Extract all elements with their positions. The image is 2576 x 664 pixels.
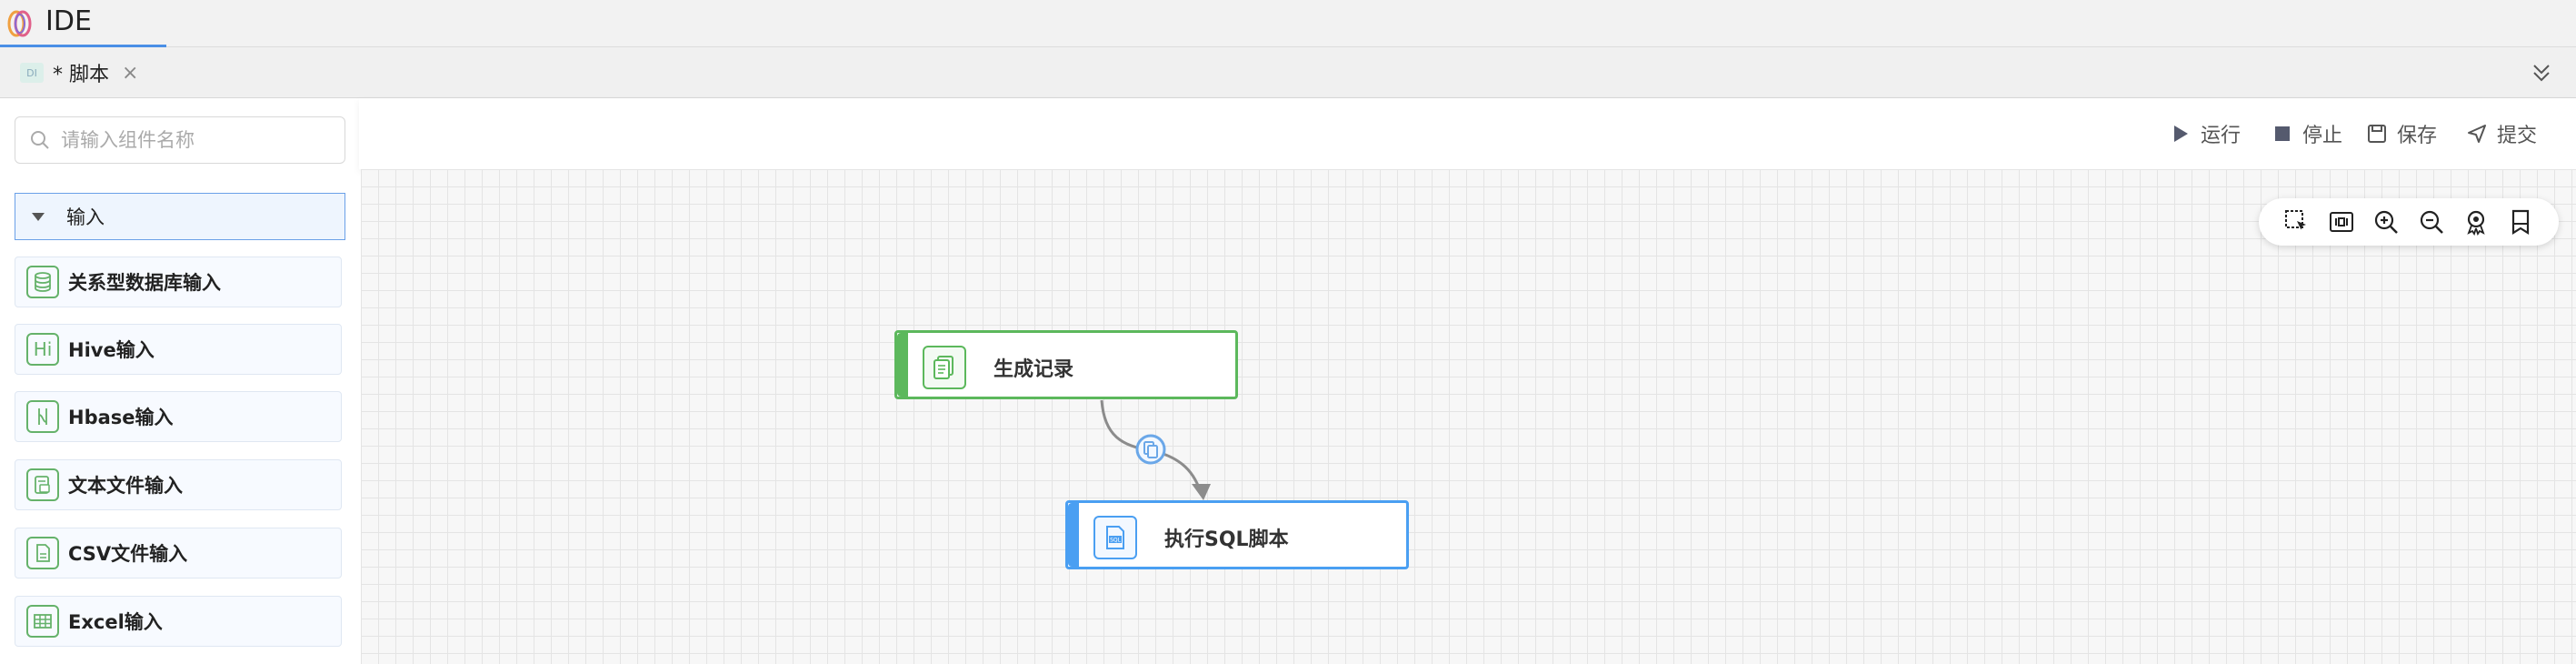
node-accent-bar <box>1068 503 1079 567</box>
chevron-double-down-icon[interactable] <box>2527 58 2556 87</box>
save-icon <box>2368 125 2386 143</box>
component-label: 文本文件输入 <box>68 475 183 497</box>
reset-view-icon[interactable] <box>2461 206 2491 237</box>
play-icon <box>2174 126 2188 142</box>
group-header-input[interactable]: 输入 <box>15 193 345 240</box>
di-badge-icon: DI <box>20 63 44 83</box>
flow-node-generate-records[interactable]: 生成记录 <box>894 330 1238 399</box>
submit-button[interactable]: 提交 <box>2466 118 2537 149</box>
tab-label: * 脚本 <box>53 64 109 86</box>
zoom-in-icon[interactable] <box>2371 206 2401 237</box>
bookmark-icon[interactable] <box>2505 206 2536 237</box>
stop-icon <box>2275 126 2290 141</box>
app-title: IDE <box>45 5 92 37</box>
excel-table-icon <box>26 605 59 638</box>
save-label: 保存 <box>2397 125 2438 147</box>
component-item-csv-input[interactable]: CSV文件输入 <box>15 528 342 578</box>
generate-records-icon <box>923 346 966 389</box>
run-label: 运行 <box>2201 125 2242 147</box>
title-underline <box>0 45 166 47</box>
tab-close-icon[interactable]: × <box>122 61 139 85</box>
component-item-hive-input[interactable]: Hi Hive输入 <box>15 324 342 375</box>
node-label: 执行SQL脚本 <box>1164 528 1289 551</box>
text-file-icon <box>26 468 59 501</box>
flow-node-execute-sql[interactable]: SQL 执行SQL脚本 <box>1065 500 1409 569</box>
component-item-hbase-input[interactable]: Hbase输入 <box>15 391 342 442</box>
hbase-icon <box>26 400 59 433</box>
stop-label: 停止 <box>2302 125 2343 147</box>
component-label: Hive输入 <box>68 339 155 361</box>
csv-file-icon <box>26 537 59 569</box>
box-select-icon[interactable] <box>2281 206 2312 237</box>
title-bar: IDE <box>0 0 2576 47</box>
canvas-toolbar <box>2259 198 2559 246</box>
sql-script-icon: SQL <box>1093 516 1137 559</box>
component-item-excel-input[interactable]: Excel输入 <box>15 596 342 647</box>
component-label: 关系型数据库输入 <box>68 272 221 294</box>
database-icon <box>26 266 59 298</box>
component-search[interactable] <box>15 116 345 164</box>
search-input[interactable] <box>61 129 334 151</box>
node-label: 生成记录 <box>993 358 1074 381</box>
component-sidebar: 输入 关系型数据库输入 Hi Hive输入 Hbase输入 文本文件输入 CSV… <box>0 98 359 664</box>
save-button[interactable]: 保存 <box>2366 118 2437 149</box>
component-label: Excel输入 <box>68 611 163 633</box>
stop-button[interactable]: 停止 <box>2271 118 2342 149</box>
zoom-out-icon[interactable] <box>2416 206 2447 237</box>
component-item-rdb-input[interactable]: 关系型数据库输入 <box>15 257 342 307</box>
caret-down-icon <box>32 212 45 221</box>
run-button[interactable]: 运行 <box>2170 118 2241 149</box>
node-accent-bar <box>897 333 908 397</box>
fit-view-icon[interactable] <box>2326 206 2357 237</box>
submit-label: 提交 <box>2497 125 2538 147</box>
svg-text:SQL: SQL <box>1110 538 1122 544</box>
component-label: CSV文件输入 <box>68 543 188 565</box>
search-icon <box>31 131 49 149</box>
editor-toolbar: 运行 停止 保存 提交 <box>359 98 2576 169</box>
app-logo-icon <box>7 10 32 37</box>
design-canvas[interactable] <box>361 169 2576 664</box>
component-item-text-file-input[interactable]: 文本文件输入 <box>15 459 342 510</box>
component-label: Hbase输入 <box>68 407 174 428</box>
tab-bar: DI * 脚本 × <box>0 47 2576 98</box>
group-label: 输入 <box>66 206 105 228</box>
send-icon <box>2468 125 2486 143</box>
hive-icon: Hi <box>26 333 59 366</box>
tab-script[interactable]: DI * 脚本 × <box>20 56 138 89</box>
